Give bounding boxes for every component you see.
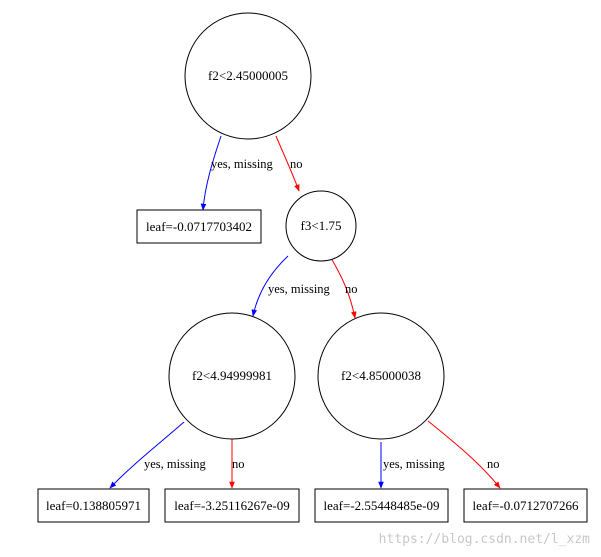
node-split-left-circle [168, 312, 296, 440]
edge-label-right-no: no [487, 457, 500, 471]
leaf-b-label: leaf=0.138805971 [46, 498, 141, 513]
node-split-right-label: f2<4.85000038 [341, 368, 421, 383]
leaf-d-label: leaf=-2.55448485e-09 [324, 498, 440, 513]
edge-label-right-yes: yes, missing [383, 457, 446, 471]
node-root-label: f2<2.45000005 [208, 68, 288, 83]
edge-root-to-leaf-a [200, 135, 222, 211]
leaf-c-box [164, 488, 300, 523]
watermark-text: https://blog.csdn.net/l_xzm [379, 532, 590, 547]
node-root-circle [184, 12, 312, 140]
leaf-c-label: leaf=-3.25116267e-09 [174, 498, 290, 513]
edge-right-to-leaf-e [427, 420, 501, 489]
node-f3-circle [285, 190, 357, 262]
leaf-a-label: leaf=-0.0717703402 [146, 219, 252, 234]
edge-f3-to-right [330, 257, 357, 319]
leaf-b-box [37, 488, 150, 523]
edge-root-to-f3 [275, 135, 300, 192]
node-split-left-label: f2<4.94999981 [192, 368, 272, 383]
node-f3-label: f3<1.75 [301, 218, 342, 233]
edge-label-left-no: no [232, 457, 245, 471]
edge-label-f3-yes: yes, missing [268, 282, 331, 296]
edge-label-root-no: no [290, 157, 303, 171]
edge-f3-to-left [251, 255, 289, 317]
edge-label-left-yes: yes, missing [144, 457, 207, 471]
edge-label-f3-no: no [345, 282, 358, 296]
edge-left-to-leaf-b [109, 421, 185, 489]
leaf-d-box [314, 488, 449, 523]
leaf-a-box [136, 209, 262, 244]
leaf-e-box [463, 488, 588, 523]
node-split-right-circle [317, 312, 445, 440]
edge-label-root-yes: yes, missing [211, 157, 274, 171]
leaf-e-label: leaf=-0.0712707266 [473, 498, 579, 513]
